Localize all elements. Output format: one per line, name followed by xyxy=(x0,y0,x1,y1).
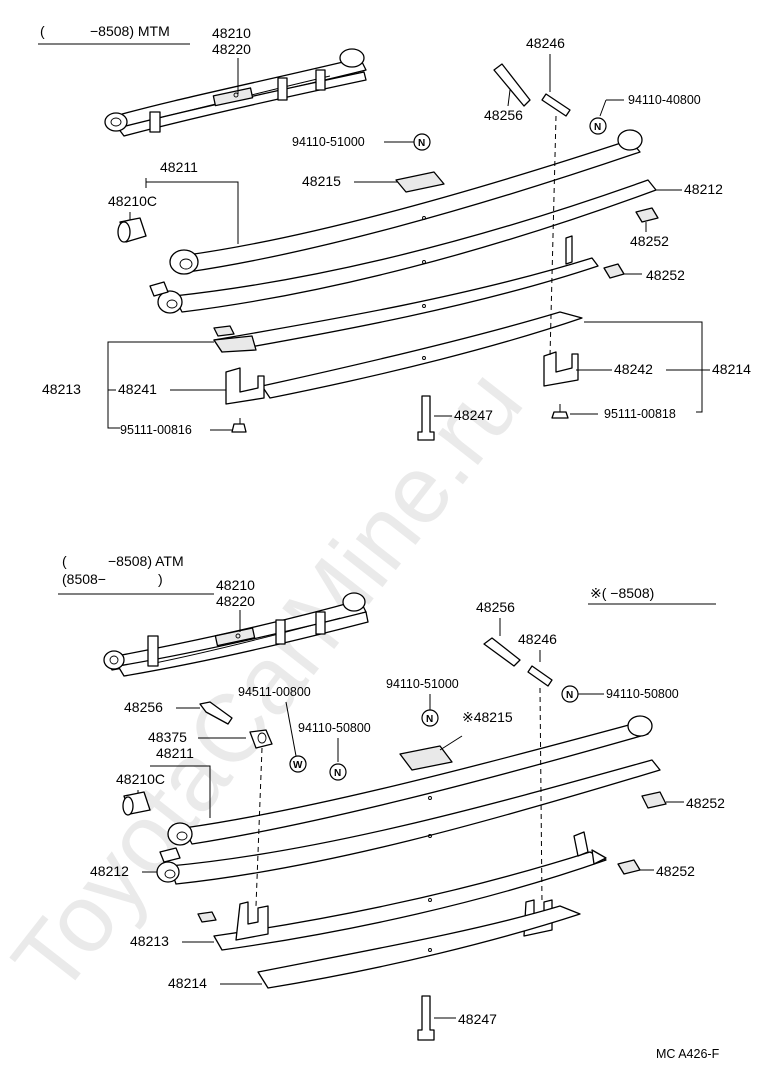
bottom-center-bolt-48247 xyxy=(417,995,435,1041)
top-bolt-95111-00816 xyxy=(231,423,247,433)
bottom-label-48215: ※48215 xyxy=(462,709,513,725)
top-label-48214: 48214 xyxy=(712,361,751,377)
bottom-label-48213: 48213 xyxy=(130,933,169,949)
bottom-pad-48252-b xyxy=(617,859,641,875)
top-section-mtm: ( −8508) MTM 48210 48220 48246 48256 xyxy=(38,23,751,441)
top-clip-48242 xyxy=(543,351,579,387)
bottom-section-atm: ( −8508) ATM (8508− ) ※( −8508) 48210 48… xyxy=(58,553,725,1041)
bottom-pad-48252-a xyxy=(641,791,667,809)
bottom-label-48252-a: 48252 xyxy=(686,795,725,811)
top-label-48213: 48213 xyxy=(42,381,81,397)
top-bolt-95111-00818 xyxy=(551,411,569,419)
bottom-bolt-48256-b xyxy=(199,701,233,725)
top-label-48215: 48215 xyxy=(302,173,341,189)
bottom-bushing-48375 xyxy=(249,729,273,749)
top-label-48252-a: 48252 xyxy=(630,233,669,249)
top-label-48241: 48241 xyxy=(118,381,157,397)
top-pad-48252-a xyxy=(635,207,659,223)
bottom-label-48210: 48210 xyxy=(216,577,255,593)
bottom-label-48247: 48247 xyxy=(458,1011,497,1027)
top-plate-48215 xyxy=(395,171,445,193)
bottom-header-1-rest: −8508) ATM xyxy=(108,553,184,569)
bottom-nut-n-icon-c xyxy=(329,763,347,781)
bottom-label-48214: 48214 xyxy=(168,975,207,991)
svg-text:N: N xyxy=(418,138,425,149)
top-label-48247: 48247 xyxy=(454,407,493,423)
top-label-48211: 48211 xyxy=(160,159,198,175)
top-bolt-48256 xyxy=(493,63,531,107)
bottom-clip-48213 xyxy=(235,901,269,941)
top-leaf-48213 xyxy=(213,257,599,353)
bottom-label-48210C: 48210C xyxy=(116,771,165,787)
top-leaf-spring-assembly xyxy=(104,48,367,137)
bottom-label-94110-50800-a: 94110-50800 xyxy=(606,687,679,701)
bottom-leaf-48212 xyxy=(169,759,661,885)
bottom-leaf-48213 xyxy=(213,851,607,951)
bottom-label-48375: 48375 xyxy=(148,729,187,745)
bottom-header-1-open: ( xyxy=(62,553,67,569)
top-label-48210: 48210 xyxy=(212,25,251,41)
top-label-48252-b: 48252 xyxy=(646,267,685,283)
bottom-washer-w-icon xyxy=(289,755,307,773)
bottom-label-48212: 48212 xyxy=(90,863,129,879)
top-leaf-48211 xyxy=(179,139,641,273)
bottom-label-48256-a: 48256 xyxy=(476,599,515,615)
top-label-95111-00818: 95111-00818 xyxy=(604,407,676,421)
svg-text:W: W xyxy=(293,760,303,771)
bottom-leaf-48214 xyxy=(257,905,581,989)
svg-text:N: N xyxy=(566,690,573,701)
bottom-plate-48215 xyxy=(399,745,453,771)
top-label-48210C: 48210C xyxy=(108,193,157,209)
bottom-leaf-spring-assembly xyxy=(103,592,369,677)
top-header-rest: −8508) MTM xyxy=(90,23,170,39)
svg-text:N: N xyxy=(426,714,433,725)
bottom-label-48211: 48211 xyxy=(156,745,194,761)
top-label-95111-00816: 95111-00816 xyxy=(120,423,192,437)
top-pad-48252-b xyxy=(603,263,625,279)
top-leaf-48214 xyxy=(261,311,583,399)
bottom-label-48256-b: 48256 xyxy=(124,699,163,715)
bottom-bolt-48256-a xyxy=(483,637,521,667)
top-pin-48246 xyxy=(541,93,571,117)
bottom-pin-48246 xyxy=(527,665,553,687)
bottom-label-94110-51000: 94110-51000 xyxy=(386,677,459,691)
top-label-48242: 48242 xyxy=(614,361,653,377)
bottom-note-header: ※( −8508) xyxy=(590,585,654,601)
svg-text:N: N xyxy=(334,768,341,779)
bottom-label-48246: 48246 xyxy=(518,631,557,647)
top-label-94110-51000: 94110-51000 xyxy=(292,135,365,149)
top-label-48256: 48256 xyxy=(484,107,523,123)
top-label-48220: 48220 xyxy=(212,41,251,57)
bottom-header-2-close: ) xyxy=(158,571,163,587)
top-label-48212: 48212 xyxy=(684,181,723,197)
top-nut-n-icon-2 xyxy=(413,133,431,151)
svg-text:N: N xyxy=(594,122,601,133)
bottom-label-48220: 48220 xyxy=(216,593,255,609)
footer-diagram-code: MC A426-F xyxy=(656,1047,720,1061)
bottom-label-94511-00800: 94511-00800 xyxy=(238,685,311,699)
bottom-header-2-open: (8508− xyxy=(62,571,106,587)
bottom-label-48252-b: 48252 xyxy=(656,863,695,879)
bottom-nut-n-icon-b xyxy=(421,709,439,727)
top-label-48246: 48246 xyxy=(526,35,565,51)
top-clip-48241 xyxy=(225,367,265,405)
top-center-bolt-48247 xyxy=(417,395,435,441)
top-header-open: ( xyxy=(40,23,45,39)
top-label-94110-40800: 94110-40800 xyxy=(628,93,701,107)
bottom-label-94110-50800-b: 94110-50800 xyxy=(298,721,371,735)
watermark-text: ToyotaCarMine.ru xyxy=(0,350,543,1013)
top-nut-n-icon xyxy=(589,117,607,135)
